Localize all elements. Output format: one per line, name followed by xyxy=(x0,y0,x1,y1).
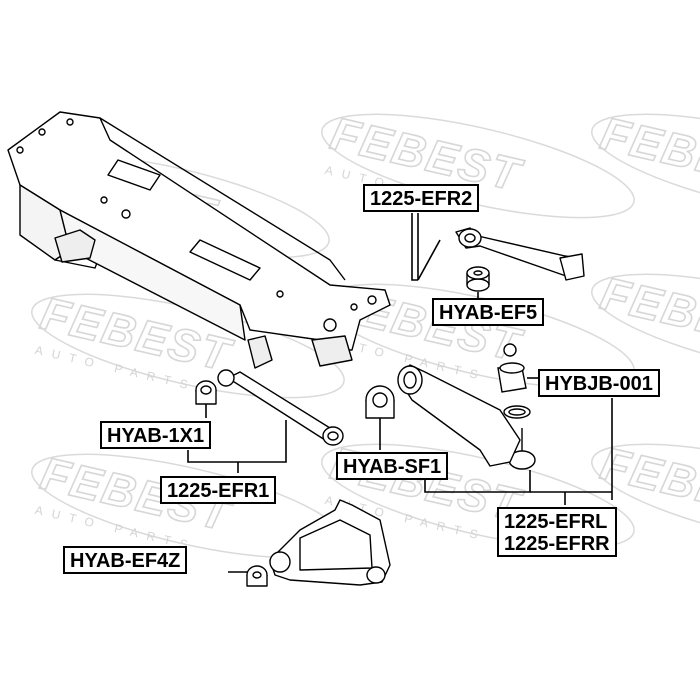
lower-front-arm xyxy=(365,364,521,467)
upper-control-arm xyxy=(455,227,585,281)
label-1225-efr1: 1225-EFR1 xyxy=(160,476,277,504)
label-text: HYAB-SF1 xyxy=(343,456,442,478)
leader-lines xyxy=(187,213,613,573)
label-hyab-1x1: HYAB-1X1 xyxy=(100,421,212,449)
lower-rear-arm xyxy=(246,499,391,587)
label-text: 1225-EFR1 xyxy=(167,480,270,502)
label-1225-efrl-efrr: 1225-EFRL 1225-EFRR xyxy=(497,507,617,557)
label-text: HYAB-EF4Z xyxy=(70,550,181,572)
label-text-efrr: 1225-EFRR xyxy=(504,533,610,555)
label-1225-efr2: 1225-EFR2 xyxy=(363,184,480,212)
label-hyab-sf1: HYAB-SF1 xyxy=(336,452,449,480)
label-text: HYBJB-001 xyxy=(545,373,653,395)
label-text-efrl: 1225-EFRL xyxy=(504,511,608,533)
label-hyab-ef5: HYAB-EF5 xyxy=(432,298,545,326)
label-text: HYAB-EF5 xyxy=(439,302,538,324)
subframe xyxy=(7,111,391,369)
bushing-ef5 xyxy=(466,266,490,292)
label-text: 1225-EFR2 xyxy=(370,188,473,210)
rear-link xyxy=(195,369,344,446)
label-hybjb-001: HYBJB-001 xyxy=(538,369,660,397)
ball-joint xyxy=(497,343,536,470)
label-hyab-ef4z: HYAB-EF4Z xyxy=(63,546,188,574)
label-text: HYAB-1X1 xyxy=(107,425,205,447)
